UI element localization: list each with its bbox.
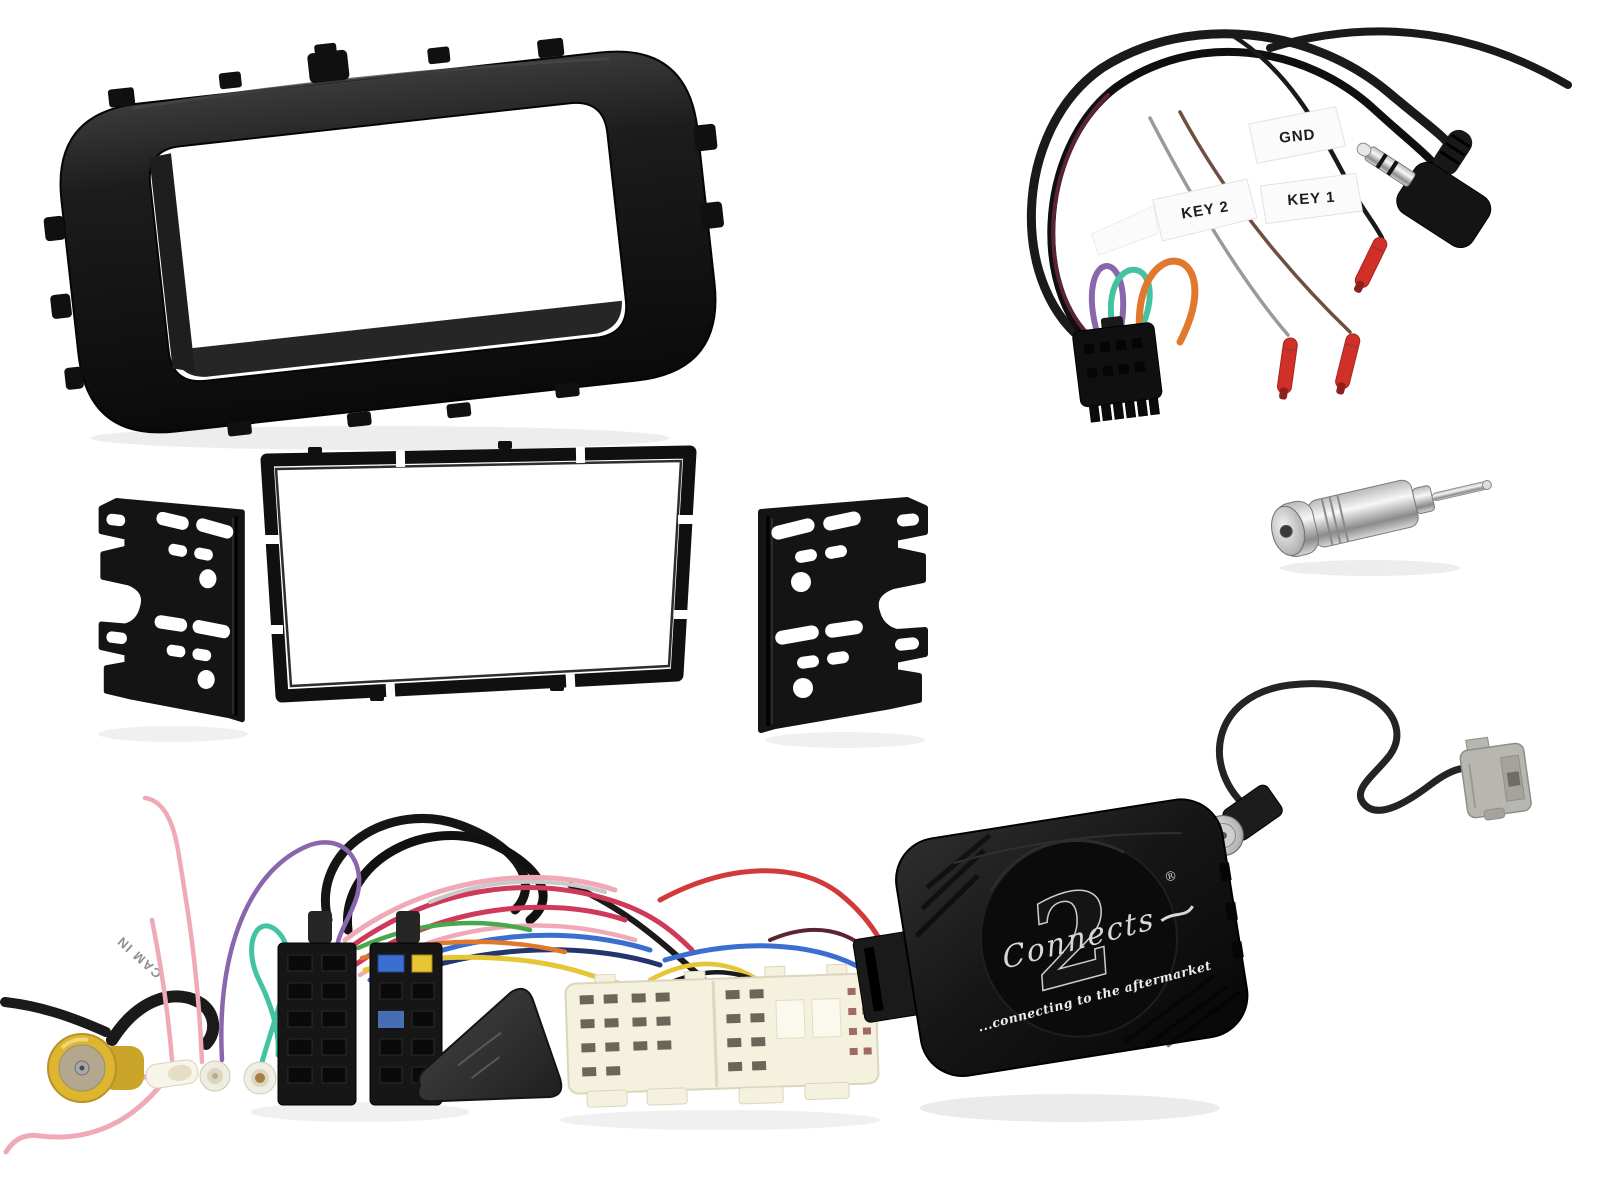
swc-12pin-connector (1072, 316, 1163, 423)
mounting-bracket-left (78, 478, 263, 748)
connector-teeth (1088, 397, 1160, 423)
wire-gnd-black (1227, 31, 1385, 241)
wire-red-to-box (657, 868, 883, 943)
vehicle-block-cavity2 (811, 997, 842, 1038)
iso-connector-pair (277, 911, 443, 1106)
wire-pink-bundle (342, 874, 618, 943)
din-cage-frame (250, 425, 710, 715)
swc-patch-lead: GND KEY 1 KEY 2 (990, 0, 1572, 450)
adapter-pin-tip (1481, 480, 1492, 491)
rca-pin-hole (79, 1065, 85, 1071)
iso-pins-left (287, 954, 347, 1084)
cable-bundle-arc (1027, 29, 1457, 350)
bullet-terminal-key1 (1335, 333, 1361, 395)
iso-latch-right (396, 911, 420, 943)
tape-print-marks (457, 1031, 502, 1079)
fascia-bezel-wall-left (149, 153, 196, 372)
logo-swash (1160, 905, 1194, 922)
fascia-clips (43, 37, 724, 437)
flag-key2: KEY 2 (1090, 178, 1258, 256)
fascia-top-highlight (131, 57, 610, 110)
cable-exit-top-right (1266, 27, 1572, 89)
bracket-right-shadow (765, 732, 925, 748)
iso-latch-left (308, 911, 332, 943)
aerial-cable (1215, 680, 1468, 814)
bracket-right-plate (761, 500, 925, 730)
tape-wrapped-bundle (417, 987, 563, 1103)
rca-highlight (60, 1037, 89, 1050)
bracket-left-plate (101, 501, 242, 720)
wire-grey-bundle (428, 879, 607, 904)
bracket-left-shadow (98, 726, 248, 742)
wire-key1-brown (1178, 110, 1352, 334)
iso-pin-yellow (411, 954, 433, 973)
wire-key2-grey (1148, 116, 1290, 337)
adapter-pin (1431, 481, 1488, 502)
flag-key1-text: KEY 1 (1287, 189, 1336, 209)
loop-wire-purple (1088, 263, 1127, 339)
iso-pin-blue2 (378, 1011, 404, 1028)
gt13-connector (1459, 736, 1532, 821)
rca-cam-in (47, 1033, 144, 1103)
box-ridges-bottomright (1122, 974, 1241, 1048)
wire-yellow-twist (647, 961, 758, 983)
flag-key1: KEY 1 (1259, 172, 1363, 225)
wire-pink-tall (142, 795, 205, 1065)
harness-shadow-block (560, 1110, 880, 1130)
bullet-terminal-gnd (1353, 236, 1388, 293)
box-disc-highlight (989, 838, 1125, 893)
aerial-adapter-iso-din (1260, 440, 1492, 590)
crimp-terminal-2 (199, 1060, 231, 1092)
loop-wire-teal (1107, 266, 1153, 339)
vehicle-block-slots-right (725, 989, 767, 1072)
gt13-socket-hole (1506, 771, 1521, 787)
cable-bundle-maroon (1051, 93, 1110, 342)
wire-black-feed (0, 997, 111, 1037)
harness-shadow-box (920, 1094, 1220, 1122)
vehicle-connector-block (564, 963, 880, 1108)
crimp-copper-core (255, 1073, 265, 1083)
wire-black-diag (567, 882, 713, 988)
harness-shadow-iso (250, 1102, 470, 1122)
adapter-socket-hole (1279, 524, 1293, 538)
frame-outer (260, 445, 697, 703)
logo-registered-mark: ® (1163, 868, 1179, 886)
flag-gnd-text: GND (1278, 126, 1316, 147)
bullet-terminal-key2 (1276, 337, 1298, 400)
vehicle-block-latch-tabs (586, 1081, 850, 1108)
vehicle-block-cavity1 (775, 999, 806, 1040)
fascia-panel (30, 0, 730, 460)
frame-tabs (308, 441, 564, 701)
jack-tip (1356, 142, 1372, 157)
mounting-bracket-right (745, 478, 945, 758)
connector-pin-slots (1083, 337, 1146, 379)
main-wiring-harness: CAM IN (0, 790, 1350, 1190)
box-side-connector-slot (863, 946, 884, 1012)
iso-pin-blue (377, 954, 405, 973)
frame-notches (262, 446, 695, 701)
wire-pink-short (149, 917, 175, 1063)
jack-3-5mm (1356, 129, 1492, 249)
wire-purple-arc (219, 840, 362, 1063)
crimp-terminal-3 (243, 1061, 277, 1095)
wire-pink-exit (3, 1083, 163, 1155)
wire-green-bundle (355, 920, 533, 951)
jack-shaft (1364, 146, 1416, 187)
swc-interface-box: 2 Connects ® ...connecting to the afterm… (852, 798, 1249, 1077)
flag-gnd: GND (1248, 106, 1347, 164)
fascia-frame (59, 50, 717, 434)
vehicle-block-slots-left (579, 992, 672, 1077)
crimp-terminal-1 (145, 1059, 199, 1089)
frame-inner-lip (274, 459, 683, 688)
loop-wire-orange (1135, 257, 1199, 346)
adapter-ridges (1320, 494, 1350, 546)
adapter-barrel (1307, 479, 1419, 548)
box-edge-slots (1218, 862, 1244, 959)
fascia-bezel-wall-bottom (172, 300, 622, 377)
adapter-shadow (1280, 560, 1460, 576)
